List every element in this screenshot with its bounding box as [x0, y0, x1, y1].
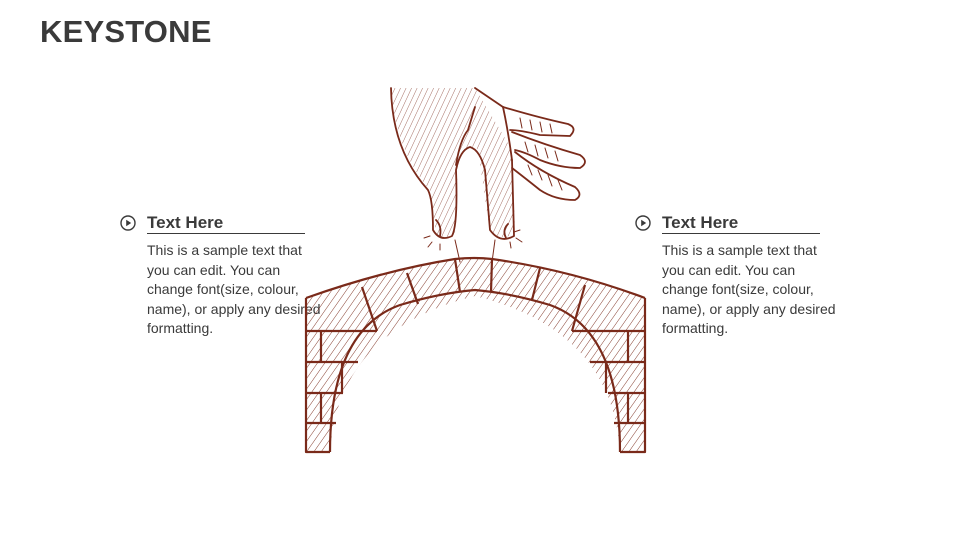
play-circle-icon — [635, 215, 651, 231]
slide-title: KEYSTONE — [40, 14, 212, 49]
text-block-body: This is a sample text that you can edit.… — [147, 242, 321, 336]
text-block-heading: Text Here — [662, 213, 820, 234]
text-block-left: Text Here This is a sample text that you… — [120, 212, 321, 339]
text-block-heading: Text Here — [147, 213, 305, 234]
hand-icon — [390, 87, 586, 263]
arch-icon — [304, 256, 647, 454]
text-block-header: Text Here — [635, 212, 835, 234]
play-circle-icon — [120, 215, 136, 231]
text-block-header: Text Here — [120, 212, 320, 234]
text-block-body: This is a sample text that you can edit.… — [662, 242, 836, 336]
text-block-right: Text Here This is a sample text that you… — [635, 212, 836, 339]
